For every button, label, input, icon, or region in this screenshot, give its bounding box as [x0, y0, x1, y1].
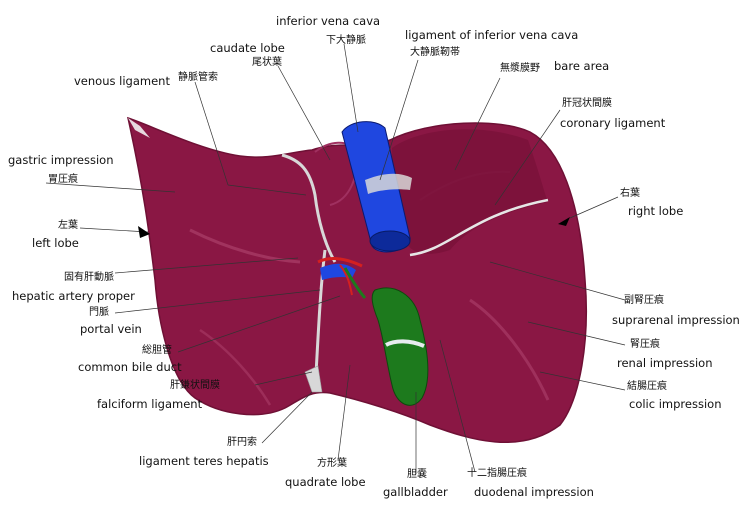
colic-impression-jp-label: 結腸圧痕 — [627, 381, 667, 392]
left-lobe-arrow — [138, 226, 150, 238]
ligament-teres-jp-label: 肝円索 — [227, 437, 257, 448]
duodenal-impression-jp-label: 十二指腸圧痕 — [467, 468, 527, 479]
right-lobe-arrow — [558, 217, 570, 226]
surface-highlight — [199, 328, 272, 406]
falciform-ligament-jp-label: 肝鎌状間膜 — [170, 380, 220, 391]
left-lobe-tip — [128, 118, 150, 138]
caudate-lobe-label: caudate lobe — [210, 41, 285, 55]
portal-vein-label: portal vein — [80, 322, 142, 336]
gastric-impression-label: gastric impression — [8, 153, 114, 167]
coronary-ligament-jp-label: 肝冠状間膜 — [562, 98, 612, 109]
falciform-ligament-label: falciform ligament — [97, 397, 203, 411]
bare-area — [392, 129, 548, 254]
inferior-vena-cava-jp-label: 下大静脈 — [326, 35, 366, 46]
hepatic-artery-branch — [339, 264, 353, 296]
hepatic-artery-jp-label: 固有肝動脈 — [64, 272, 114, 283]
renal-impression-jp-label: 腎圧痕 — [630, 339, 660, 350]
quadrate-lobe-jp-label: 方形葉 — [317, 458, 347, 469]
leader-lines — [45, 43, 626, 474]
right-lobe-label: right lobe — [628, 204, 684, 218]
bile-duct-line — [343, 267, 367, 299]
right-lobe-jp-label: 右葉 — [620, 188, 640, 199]
coronary-ligament-line — [409, 198, 549, 257]
common-bile-duct-label: common bile duct — [78, 360, 182, 374]
ligament-teres-label: ligament teres hepatis — [139, 454, 269, 468]
hepatic-artery-label: hepatic artery proper — [12, 289, 135, 303]
left-lobe-label: left lobe — [32, 236, 79, 250]
duodenal-impression-label: duodenal impression — [474, 485, 594, 499]
left-lobe-jp-label: 左葉 — [58, 220, 78, 231]
venous-ligament-jp-label: 静脈管索 — [178, 72, 218, 83]
venous-ligament-label: venous ligament — [74, 74, 170, 88]
renal-impression-label: renal impression — [617, 356, 713, 370]
bare-area-label: bare area — [554, 59, 610, 73]
colic-impression-label: colic impression — [629, 397, 722, 411]
gallbladder-label: gallbladder — [383, 485, 448, 499]
suprarenal-impression-label: suprarenal impression — [612, 313, 740, 327]
gallbladder-neck-fringe — [385, 339, 425, 348]
portal-vein-jp-label: 門脈 — [89, 307, 109, 318]
bare-area-jp-label: 無漿膜野 — [500, 63, 540, 74]
surface-highlight — [189, 228, 301, 264]
vena-cava-opening — [369, 230, 411, 252]
gallbladder-shape — [371, 287, 429, 406]
coronary-ligament-label: coronary ligament — [560, 116, 666, 130]
gastric-impression-jp-label: 胃圧痕 — [48, 174, 78, 185]
venous-ligament-line — [281, 153, 337, 263]
surface-highlight — [469, 298, 550, 401]
gallbladder-jp-label: 胆嚢 — [407, 469, 427, 480]
hepatic-artery-line — [317, 257, 363, 268]
inferior-vena-cava-label: inferior vena cava — [276, 14, 381, 28]
ivc-ligament-label: ligament of inferior vena cava — [405, 28, 579, 42]
ivc-ligament-band — [365, 173, 412, 194]
quadrate-lobe-label: quadrate lobe — [285, 475, 366, 489]
suprarenal-impression-jp-label: 副腎圧痕 — [624, 295, 664, 306]
ivc-ligament-jp-label: 大静脈靭帯 — [410, 47, 460, 58]
caudate-lobe-jp-label: 尾状葉 — [252, 57, 282, 68]
common-bile-duct-jp-label: 総胆管 — [142, 345, 172, 356]
